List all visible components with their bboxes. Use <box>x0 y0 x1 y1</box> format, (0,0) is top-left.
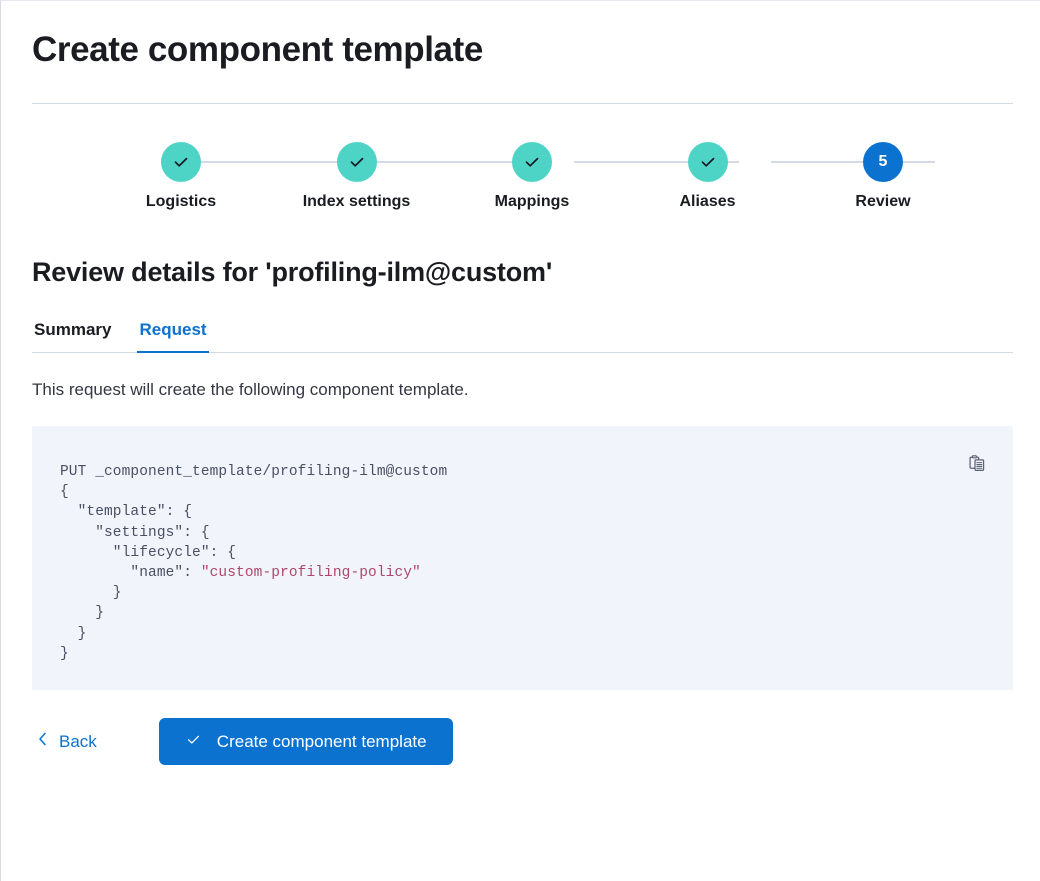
code-line-3: "settings": { <box>60 524 210 541</box>
step-label-mappings: Mappings <box>494 193 570 210</box>
code-line-9: } <box>60 645 69 662</box>
check-icon <box>698 152 718 172</box>
chevron-left-icon <box>36 731 50 752</box>
stepper-step-logistics[interactable]: Logistics <box>99 142 263 211</box>
stepper-connector-line-4 <box>771 161 935 163</box>
code-line-5-key: "name": <box>60 565 201 582</box>
check-icon <box>347 152 367 172</box>
page-header: Create component template <box>1 1 1040 71</box>
code-line-7: } <box>60 605 105 622</box>
step-complete-badge-1 <box>161 142 201 182</box>
create-component-template-button[interactable]: Create component template <box>158 718 453 765</box>
stepper-step-index-settings[interactable]: Index settings <box>275 142 439 211</box>
stepper-step-aliases[interactable]: Aliases <box>626 142 790 211</box>
stepper-step-mappings[interactable]: Mappings <box>450 142 614 211</box>
code-line-6: } <box>60 585 122 602</box>
step-complete-badge-3 <box>512 142 552 182</box>
stepper-connector-line-1 <box>181 161 345 163</box>
page-title: Create component template <box>32 30 483 69</box>
step-label-index-settings: Index settings <box>302 193 411 210</box>
wizard-actions: Back Create component template <box>32 718 1040 765</box>
wizard-stepper: Logistics Index settings <box>1 142 1040 228</box>
check-icon <box>522 152 542 172</box>
code-line-5-value: "custom-profiling-policy" <box>200 565 421 582</box>
copy-clipboard-icon[interactable] <box>963 449 991 477</box>
step-label-review: Review <box>855 193 911 210</box>
review-heading: Review details for 'profiling-ilm@custom… <box>32 257 553 287</box>
step-number-badge-5: 5 <box>863 142 903 182</box>
code-line-2: "template": { <box>60 504 193 521</box>
code-line-1: { <box>60 484 69 501</box>
back-button[interactable]: Back <box>32 725 101 758</box>
step-complete-badge-4 <box>687 142 728 182</box>
step-label-aliases: Aliases <box>679 193 736 210</box>
back-button-label: Back <box>59 731 97 751</box>
step-label-logistics: Logistics <box>145 193 217 210</box>
request-code-panel: PUT _component_template/profiling-ilm@cu… <box>32 426 1013 690</box>
step-complete-badge-2 <box>336 142 377 182</box>
tab-summary[interactable]: Summary <box>32 320 113 352</box>
check-icon <box>185 731 202 753</box>
review-tabs: Summary Request <box>32 320 1013 353</box>
tab-request[interactable]: Request <box>137 320 209 353</box>
request-code-block: PUT _component_template/profiling-ilm@cu… <box>32 426 1013 664</box>
header-divider <box>32 103 1013 104</box>
check-icon <box>171 152 191 172</box>
code-line-4: "lifecycle": { <box>60 544 237 561</box>
code-line-8: } <box>60 625 87 642</box>
stepper-connector-line-3 <box>574 161 739 163</box>
create-button-label: Create component template <box>216 731 427 751</box>
request-description: This request will create the following c… <box>32 380 469 399</box>
code-line-method: PUT _component_template/profiling-ilm@cu… <box>60 464 448 480</box>
stepper-step-review[interactable]: 5 Review <box>801 142 965 211</box>
stepper-connector-line-2 <box>377 161 542 163</box>
